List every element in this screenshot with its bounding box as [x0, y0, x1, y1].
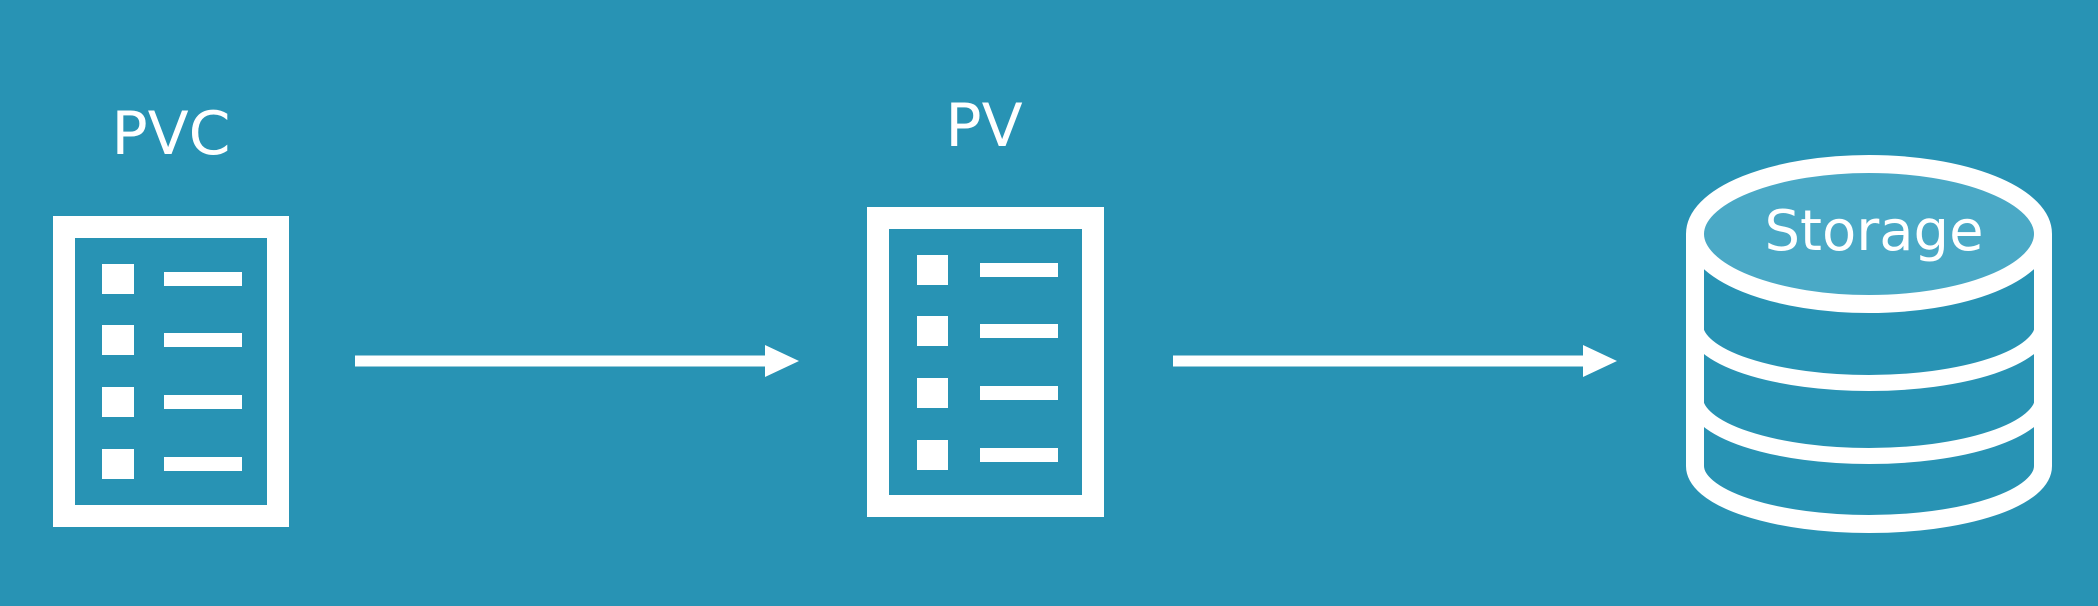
- arrow-pvc-to-pv: [355, 345, 799, 377]
- pvc-label: PVC: [111, 99, 231, 169]
- arrow-pv-to-storage: [1173, 345, 1617, 377]
- storage-label: Storage: [1764, 199, 1984, 264]
- pv-label: PV: [945, 91, 1023, 161]
- pvc-document-icon: [53, 216, 289, 527]
- pv-document-icon: [867, 207, 1104, 517]
- storage-database-icon: [1686, 155, 2052, 533]
